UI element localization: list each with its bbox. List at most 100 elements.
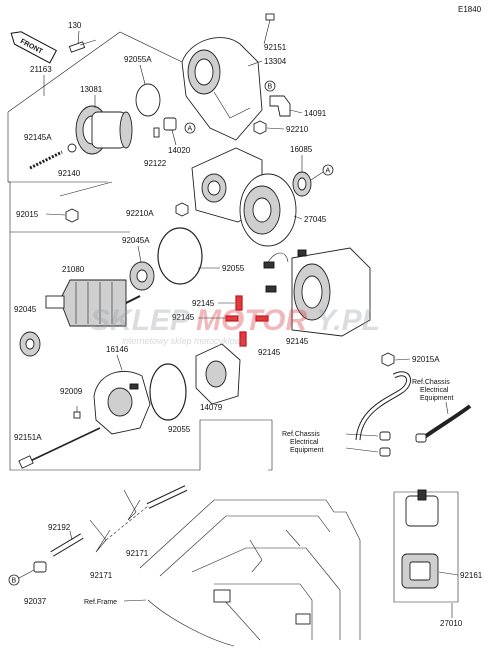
label-14091: 14091 xyxy=(304,109,327,118)
callout-letter: A xyxy=(188,126,193,133)
oring-92055-lower xyxy=(149,363,187,421)
label-92009: 92009 xyxy=(60,387,83,396)
end-cover-16146 xyxy=(93,370,151,435)
watermark-brand-main: SKLEP xyxy=(90,304,191,337)
label-92171-left: 92171 xyxy=(90,571,113,580)
nut-92015 xyxy=(65,208,79,223)
leader xyxy=(137,245,142,263)
spring-92145-bottom xyxy=(239,331,247,347)
diagram-id: E1840 xyxy=(458,5,482,14)
relay-92161 xyxy=(401,553,439,589)
leader xyxy=(171,129,177,146)
label-92055A: 92055A xyxy=(124,55,152,64)
bearing-92045A xyxy=(129,261,155,291)
label-13081: 13081 xyxy=(80,85,103,94)
frame-line xyxy=(59,181,113,197)
label-14020: 14020 xyxy=(168,146,191,155)
label-92145-c: 92145 xyxy=(286,337,309,346)
watermark-brand-suffix: Y.PL xyxy=(316,304,380,337)
label-92045A: 92045A xyxy=(122,236,150,245)
housing-13304 xyxy=(181,37,263,141)
label-21163: 21163 xyxy=(30,65,52,74)
label-92055-upper: 92055 xyxy=(222,264,245,273)
label-92037: 92037 xyxy=(24,597,47,606)
label-92171-right: 92171 xyxy=(126,549,149,558)
pin-92122 xyxy=(153,127,160,138)
label-27045: 27045 xyxy=(304,215,327,224)
ref-chassis-mid-line3: Equipment xyxy=(290,447,324,454)
nut-92210 xyxy=(253,120,267,135)
label-92145-d: 92145 xyxy=(258,348,281,357)
label-16085: 16085 xyxy=(290,145,313,154)
strap-rod xyxy=(105,485,188,541)
callout-a-right: A xyxy=(322,164,334,176)
leader xyxy=(123,599,147,602)
clutch-13081 xyxy=(75,105,133,155)
front-arrow-icon: FRONT xyxy=(10,31,58,64)
leader xyxy=(310,171,324,181)
label-92145-a: 92145 xyxy=(192,299,215,308)
leader xyxy=(77,30,80,45)
bolt-92151A xyxy=(18,427,101,469)
ref-chassis-mid-line1: Ref.Chassis xyxy=(282,431,320,438)
cable-tie-92171-a xyxy=(89,489,141,553)
label-14079: 14079 xyxy=(200,403,223,412)
cable-harness xyxy=(355,371,472,457)
label-130: 130 xyxy=(68,21,82,30)
leader xyxy=(289,109,303,114)
gear-16085 xyxy=(292,171,312,197)
elbow-14091 xyxy=(269,95,291,117)
label-92015: 92015 xyxy=(16,210,39,219)
label-92055-lower: 92055 xyxy=(168,425,191,434)
grommet-92192 xyxy=(50,533,84,557)
spring-92145-top xyxy=(235,295,243,311)
callout-b-top: B xyxy=(264,80,276,92)
assembly-frame-top xyxy=(7,31,183,113)
spring-92145A xyxy=(29,150,63,170)
clamp-92037 xyxy=(33,561,47,573)
label-92045: 92045 xyxy=(14,305,37,314)
spring-92145-right xyxy=(255,315,269,322)
leader xyxy=(293,215,303,220)
label-92192: 92192 xyxy=(48,523,71,532)
ref-frame: Ref.Frame xyxy=(84,599,117,606)
callout-letter: A xyxy=(326,168,331,175)
brush-plate-14079 xyxy=(195,343,241,405)
callout-b-bottom: B xyxy=(8,574,20,586)
watermark-tagline: internetowy sklep motocyklowy xyxy=(122,336,246,346)
leader xyxy=(266,127,285,130)
nut-92015A xyxy=(381,352,395,367)
label-92210A: 92210A xyxy=(126,209,154,218)
callout-letter: B xyxy=(268,84,273,91)
bolt-130 xyxy=(68,39,97,53)
label-92145-b: 92145 xyxy=(172,313,195,322)
bushing-14020 xyxy=(163,117,177,131)
label-92015A: 92015A xyxy=(412,355,440,364)
watermark-brand-mid: MOTOR xyxy=(196,304,307,337)
yoke-housing xyxy=(263,247,371,337)
oring-92055-upper xyxy=(157,227,203,285)
label-92161: 92161 xyxy=(460,571,483,580)
armature-21080 xyxy=(45,279,141,327)
leader xyxy=(18,569,35,579)
leader xyxy=(445,401,449,415)
leader xyxy=(438,571,459,576)
leader xyxy=(247,60,263,67)
label-13304: 13304 xyxy=(264,57,287,66)
bolt-92151 xyxy=(263,13,275,45)
ref-chassis-top-line3: Equipment xyxy=(420,395,454,402)
label-92140: 92140 xyxy=(58,169,81,178)
callout-a-top: A xyxy=(184,122,196,134)
label-92122: 92122 xyxy=(144,159,167,168)
leader xyxy=(116,354,123,371)
nut-92210A xyxy=(175,202,189,217)
callout-letter: B xyxy=(12,578,17,585)
cover-27045 xyxy=(239,173,297,247)
screw-92009 xyxy=(73,406,81,419)
label-92151: 92151 xyxy=(264,43,287,52)
leader xyxy=(45,213,66,216)
label-92145A: 92145A xyxy=(24,133,52,142)
label-21080: 21080 xyxy=(62,265,85,274)
leader xyxy=(139,64,146,85)
